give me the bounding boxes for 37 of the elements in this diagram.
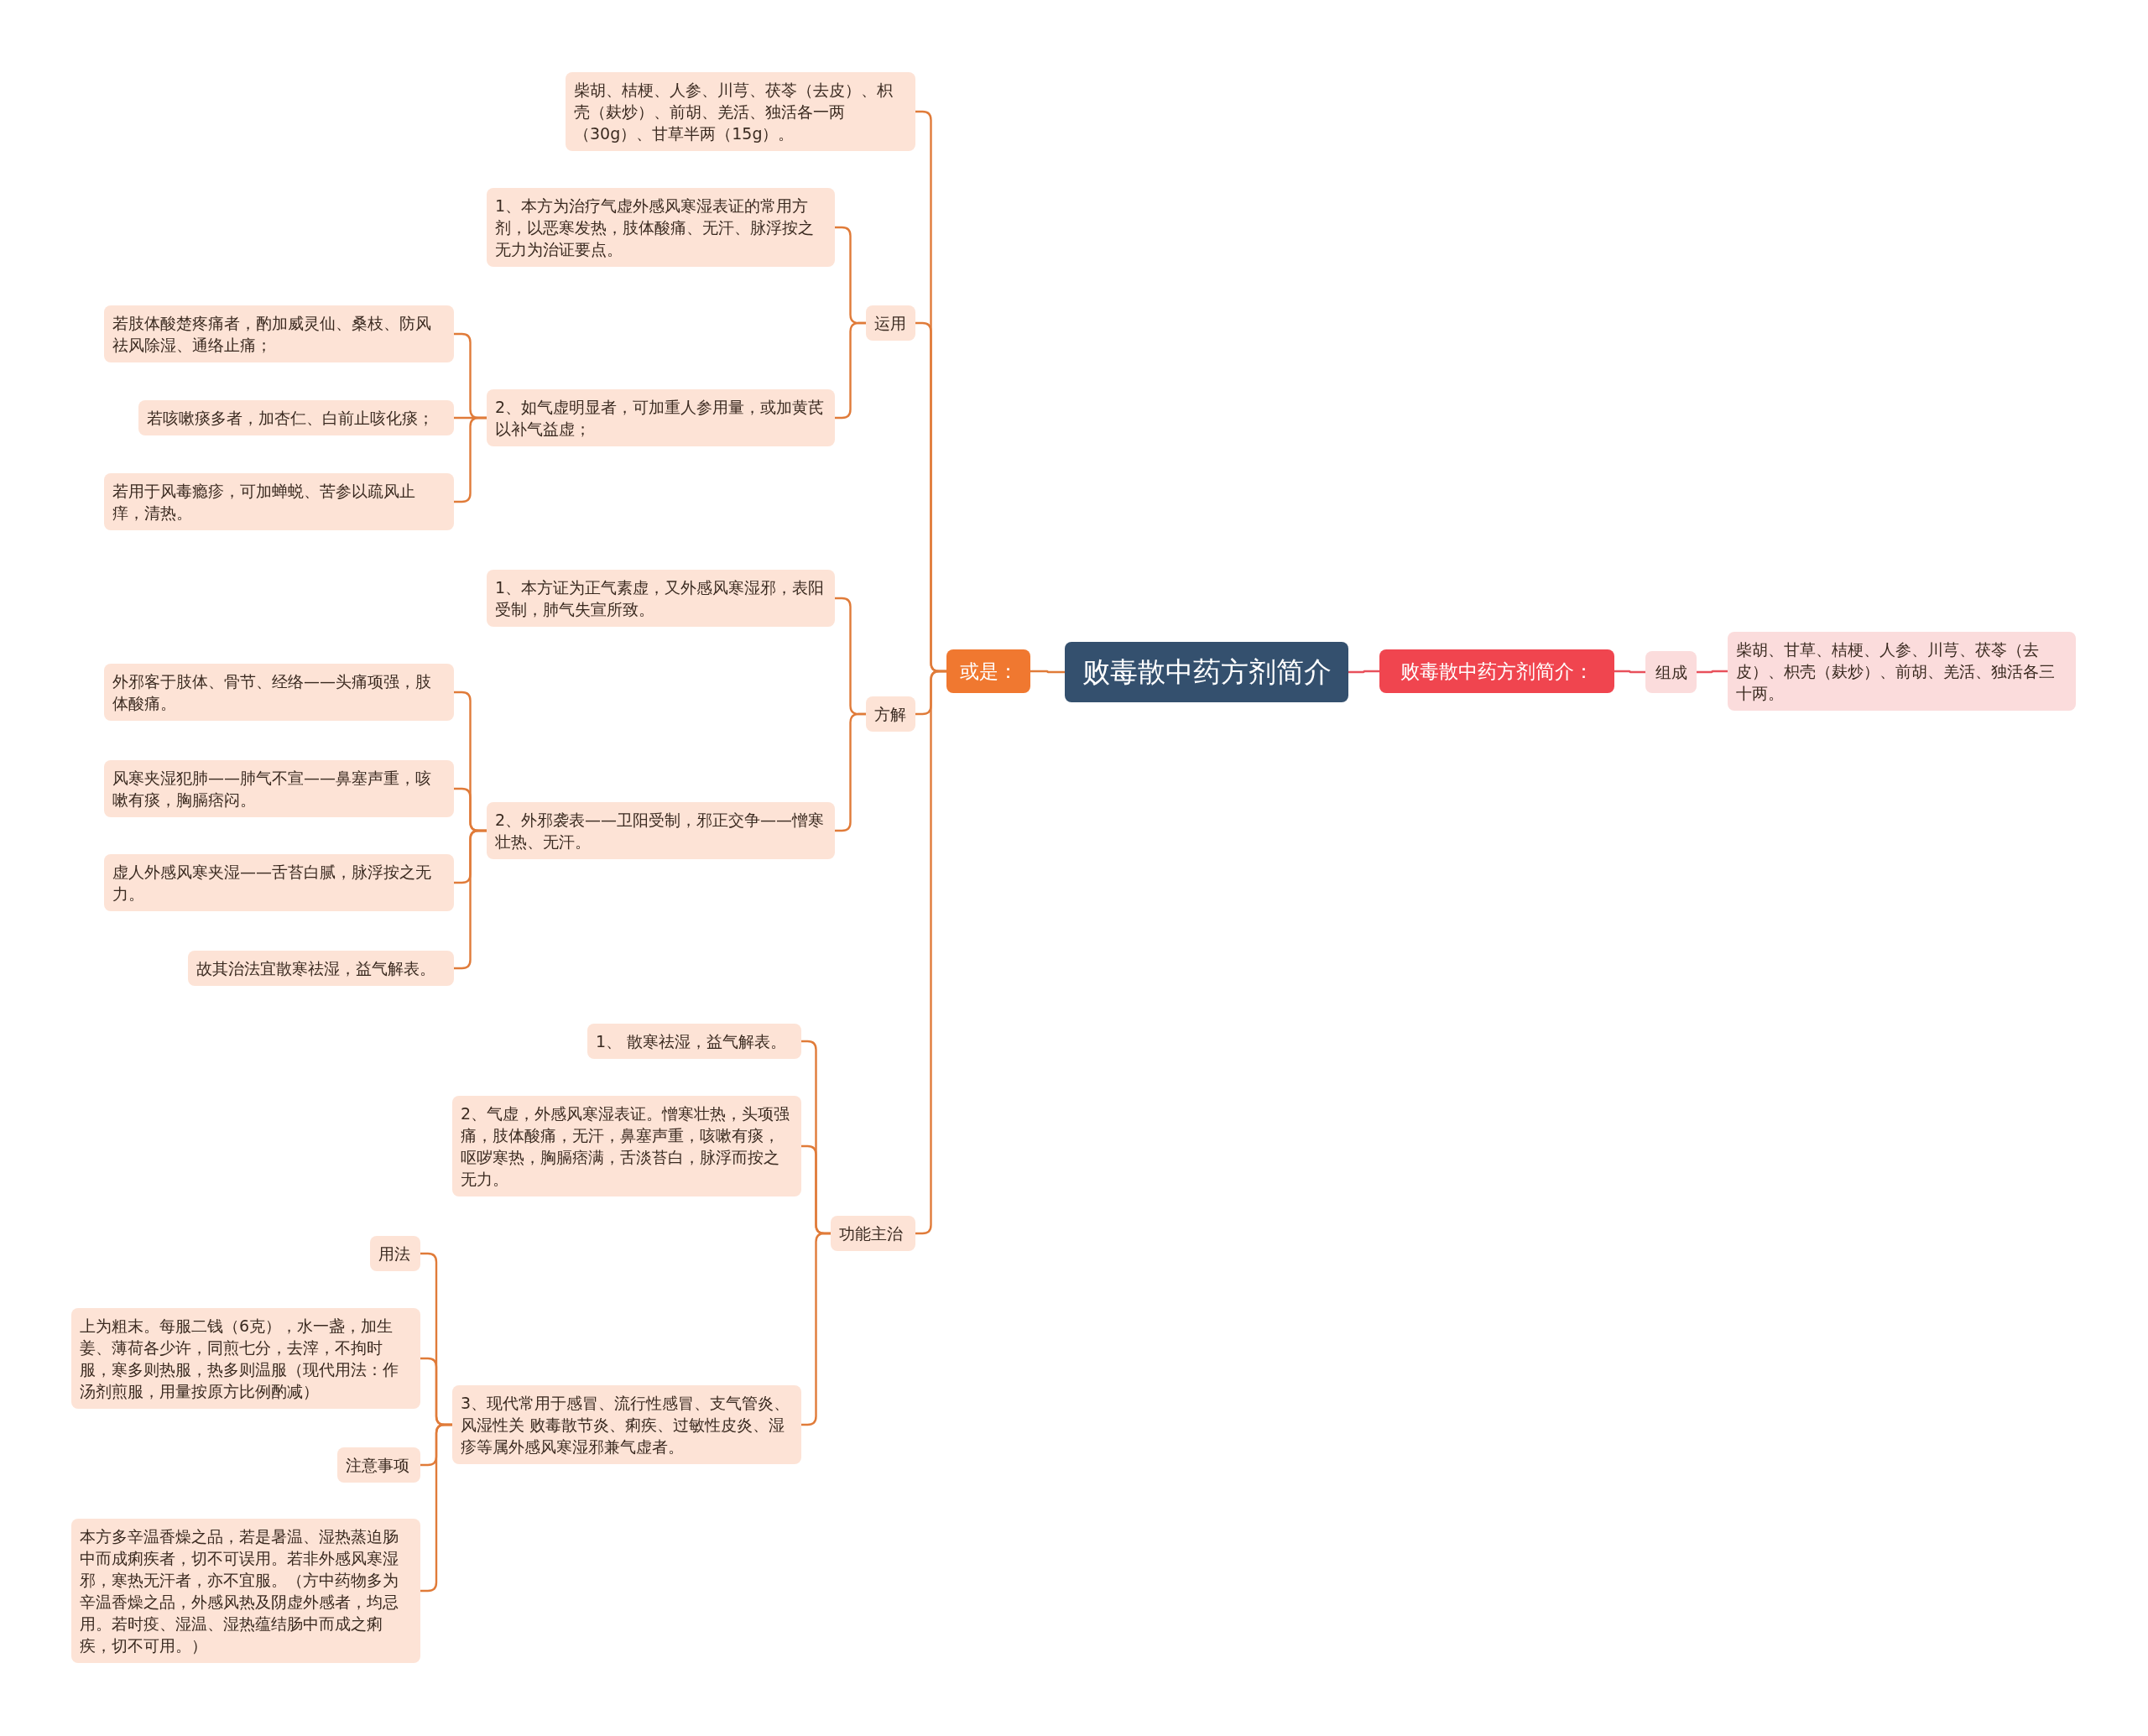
subtopic-box: 2、如气虚明显者，可加重人参用量，或加黄芪以补气益虚； bbox=[487, 389, 835, 446]
central-topic-box: 败毒散中药方剂简介 bbox=[1065, 642, 1348, 702]
subtopic-box: 风寒夹湿犯肺——肺气不宣——鼻塞声重，咳嗽有痰，胸膈痞闷。 bbox=[104, 760, 454, 817]
subtopic-box: 用法 bbox=[370, 1236, 420, 1271]
subtopic-box: 外邪客于肢体、骨节、经络——头痛项强，肢体酸痛。 bbox=[104, 664, 454, 721]
subtopic-box: 故其治法宜散寒祛湿，益气解表。 bbox=[188, 951, 454, 986]
subtopic-box: 运用 bbox=[866, 305, 915, 341]
subtopic-box: 3、现代常用于感冒、流行性感冒、支气管炎、风湿性关 败毒散节炎、痢疾、过敏性皮炎、湿疹等属外感风寒湿邪兼气虚者。 bbox=[452, 1385, 801, 1464]
subtopic-box: 1、本方证为正气素虚，又外感风寒湿邪，表阳受制，肺气失宣所致。 bbox=[487, 570, 835, 627]
subtopic-box: 若咳嗽痰多者，加杏仁、白前止咳化痰； bbox=[138, 400, 454, 435]
subtopic-box: 柴胡、桔梗、人参、川芎、茯苓（去皮）、枳壳（麸炒）、前胡、羌活、独活各一两（30g）、甘草半两（15g）。 bbox=[566, 72, 915, 151]
branch-topic-box: 或是： bbox=[946, 649, 1030, 693]
subtopic-box: 方解 bbox=[866, 696, 915, 732]
subtopic-box: 柴胡、甘草、桔梗、人参、川芎、茯苓（去皮）、枳壳（麸炒）、前胡、羌活、独活各三十两。 bbox=[1728, 632, 2076, 711]
connector-line bbox=[454, 416, 487, 503]
connector-line bbox=[835, 712, 866, 832]
subtopic-box: 功能主治 bbox=[831, 1216, 915, 1251]
connector-line bbox=[915, 670, 946, 1235]
subtopic-box: 虚人外感风寒夹湿——舌苔白腻，脉浮按之无力。 bbox=[104, 854, 454, 911]
connector-line bbox=[1030, 670, 1065, 674]
subtopic-box: 上为粗末。每服二钱（6克），水一盏，加生姜、薄荷各少许，同煎七分，去滓，不拘时服，寒多则热服，热多则温服（现代用法：作汤剂煎服，用量按原方比例酌减） bbox=[71, 1308, 420, 1409]
subtopic-box: 2、气虚，外感风寒湿表证。憎寒壮热，头项强痛，肢体酸痛，无汗，鼻塞声重，咳嗽有痰，呕哕寒热，胸膈痞满，舌淡苔白，脉浮而按之无力。 bbox=[452, 1096, 801, 1196]
subtopic-box: 2、外邪袭表——卫阳受制，邪正交争——憎寒壮热、无汗。 bbox=[487, 802, 835, 859]
branch-topic-box: 败毒散中药方剂简介： bbox=[1379, 649, 1614, 693]
subtopic-box: 1、本方为治疗气虚外感风寒湿表证的常用方剂，以恶寒发热，肢体酸痛、无汗、脉浮按之无力为治证要点。 bbox=[487, 188, 835, 267]
subtopic-box: 1、 散寒祛湿，益气解表。 bbox=[587, 1024, 801, 1059]
subtopic-box: 若用于风毒瘾疹，可加蝉蜕、苦参以疏风止痒，清热。 bbox=[104, 473, 454, 530]
subtopic-box: 若肢体酸楚疼痛者，酌加威灵仙、桑枝、防风祛风除湿、通络止痛； bbox=[104, 305, 454, 362]
connector-line bbox=[1697, 670, 1728, 674]
subtopic-box: 注意事项 bbox=[337, 1447, 420, 1483]
subtopic-box: 本方多辛温香燥之品，若是暑温、湿热蒸迫肠中而成痢疾者，切不可误用。若非外感风寒湿邪，寒热无汗者，亦不宜服。（方中药物多为辛温香燥之品，外感风热及阴虚外感者，均忌用。若时疫、湿温、湿热蕴结肠中而成之痢疾，切不可用。） bbox=[71, 1519, 420, 1663]
connector-line bbox=[420, 1423, 452, 1593]
connector-line bbox=[1348, 670, 1379, 674]
subtopic-box: 组成 bbox=[1645, 651, 1697, 693]
connector-line bbox=[454, 829, 487, 970]
connector-line bbox=[835, 321, 866, 420]
connector-line bbox=[1614, 670, 1645, 674]
